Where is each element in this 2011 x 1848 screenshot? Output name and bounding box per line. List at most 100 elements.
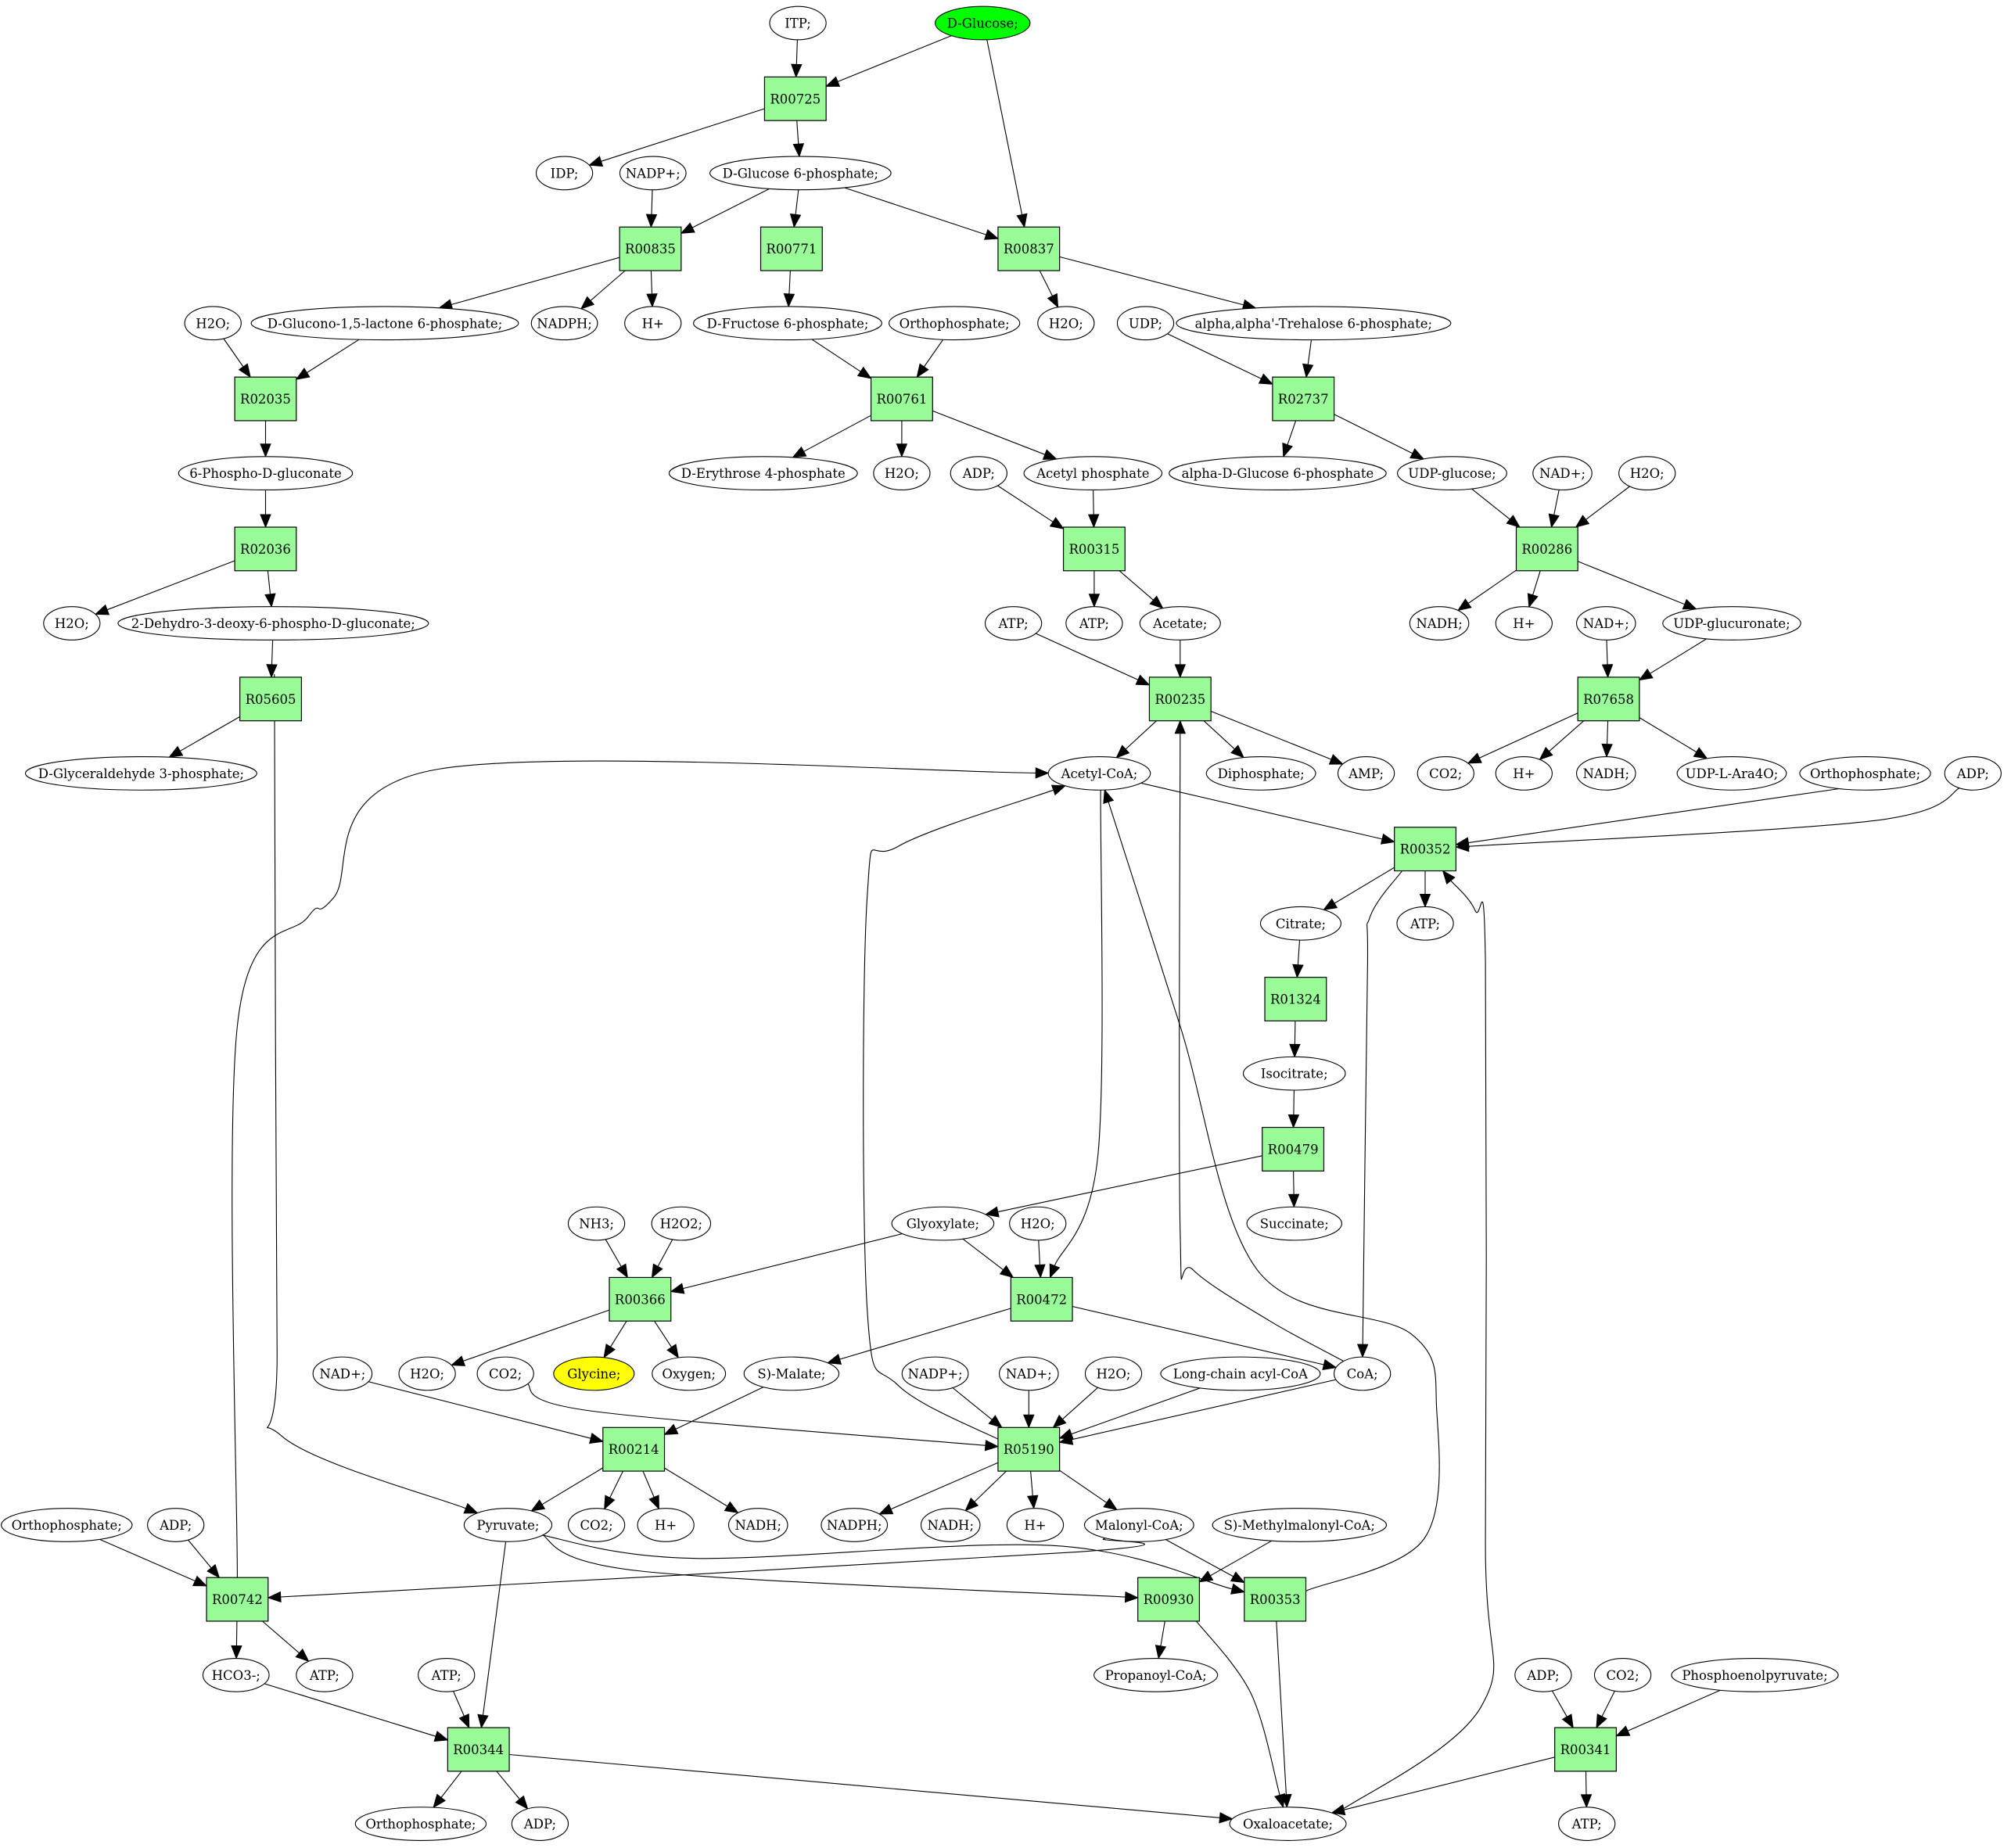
reaction-node-r00341[interactable]: R00341	[1554, 1727, 1618, 1772]
metabolite-node-co2-4[interactable]: CO2;	[1593, 1657, 1652, 1692]
reaction-node-r00479[interactable]: R00479	[1262, 1126, 1325, 1172]
metabolite-node-udp[interactable]: UDP;	[1116, 306, 1175, 341]
metabolite-node-acetylcoa[interactable]: Acetyl-CoA;	[1047, 756, 1151, 791]
metabolite-node-acetate[interactable]: Acetate;	[1139, 606, 1221, 641]
metabolite-node-orthop4[interactable]: Orthophosphate;	[354, 1807, 487, 1841]
metabolite-node-adp2[interactable]: ADP;	[1944, 756, 2002, 791]
metabolite-node-h2o-6[interactable]: H2O;	[1009, 1206, 1067, 1241]
metabolite-node-nh3[interactable]: NH3;	[567, 1206, 626, 1241]
metabolite-node-nadp1[interactable]: NADP+;	[619, 156, 687, 191]
metabolite-node-ag6p[interactable]: alpha-D-Glucose 6-phosphate	[1169, 456, 1387, 491]
reaction-node-r00930[interactable]: R00930	[1137, 1577, 1201, 1622]
metabolite-node-h2o2[interactable]: H2O2;	[651, 1206, 712, 1241]
reaction-node-r05605[interactable]: R05605	[239, 676, 302, 722]
metabolite-node-pyruvate[interactable]: Pyruvate;	[463, 1508, 553, 1542]
reaction-node-r00315[interactable]: R00315	[1062, 526, 1126, 572]
metabolite-node-adp4[interactable]: ADP;	[1514, 1657, 1572, 1692]
metabolite-node-nadh2[interactable]: NADH;	[1576, 756, 1636, 791]
metabolite-node-amp[interactable]: AMP;	[1337, 756, 1395, 791]
metabolite-node-smmcoa[interactable]: S)-Methylmalonyl-CoA;	[1212, 1508, 1388, 1542]
metabolite-node-pgluconate[interactable]: 6-Phospho-D-gluconate	[178, 456, 354, 491]
metabolite-node-atp2[interactable]: ATP;	[1065, 606, 1123, 641]
reaction-node-r00214[interactable]: R00214	[602, 1426, 666, 1472]
metabolite-node-oxygen[interactable]: Oxygen;	[652, 1356, 727, 1391]
metabolite-node-co2-3[interactable]: CO2;	[567, 1508, 626, 1542]
metabolite-node-adp3[interactable]: ADP;	[147, 1508, 205, 1542]
metabolite-node-h2o-1[interactable]: H2O;	[184, 306, 242, 341]
metabolite-node-smalate[interactable]: S)-Malate;	[743, 1356, 840, 1391]
metabolite-node-dglucose[interactable]: D-Glucose;	[935, 5, 1031, 41]
metabolite-node-atp4[interactable]: ATP;	[296, 1657, 354, 1692]
metabolite-node-oxaloacetate[interactable]: Oxaloacetate;	[1229, 1807, 1347, 1841]
metabolite-node-atp5[interactable]: ATP;	[418, 1657, 476, 1692]
reaction-node-r00761[interactable]: R00761	[870, 376, 933, 422]
metabolite-node-succinate[interactable]: Succinate;	[1246, 1206, 1342, 1241]
reaction-node-r00353[interactable]: R00353	[1244, 1577, 1307, 1622]
metabolite-node-h2o-7[interactable]: H2O;	[398, 1356, 456, 1391]
reaction-node-r02036[interactable]: R02036	[234, 526, 297, 572]
metabolite-node-h2o-8[interactable]: H2O;	[1084, 1356, 1143, 1391]
metabolite-node-trehalose6p[interactable]: alpha,alpha'-Trehalose 6-phosphate;	[1176, 306, 1452, 341]
metabolite-node-nadh3[interactable]: NADH;	[727, 1508, 788, 1542]
metabolite-node-hplus3[interactable]: H+	[1495, 756, 1553, 791]
metabolite-node-diphosphate[interactable]: Diphosphate;	[1205, 756, 1316, 791]
metabolite-node-glyoxylate[interactable]: Glyoxylate;	[891, 1206, 995, 1241]
reaction-node-r02035[interactable]: R02035	[234, 376, 297, 422]
metabolite-node-itp[interactable]: ITP;	[769, 5, 827, 41]
metabolite-node-glycine[interactable]: Glycine;	[553, 1356, 635, 1391]
reaction-node-r02737[interactable]: R02737	[1272, 376, 1335, 422]
metabolite-node-hplus1[interactable]: H+	[624, 306, 682, 341]
metabolite-node-h2o-2[interactable]: H2O;	[1037, 306, 1095, 341]
metabolite-node-h2o-4[interactable]: H2O;	[1618, 456, 1676, 491]
metabolite-node-isocitrate[interactable]: Isocitrate;	[1242, 1056, 1346, 1091]
metabolite-node-nadp2[interactable]: NADP+;	[901, 1356, 969, 1391]
metabolite-node-udpglucuronate[interactable]: UDP-glucuronate;	[1662, 606, 1801, 641]
reaction-node-r00837[interactable]: R00837	[997, 226, 1061, 271]
reaction-node-r00352[interactable]: R00352	[1394, 827, 1457, 872]
metabolite-node-udparao[interactable]: UDP-L-Ara4O;	[1676, 756, 1787, 791]
metabolite-node-adp5[interactable]: ADP;	[511, 1807, 569, 1841]
metabolite-node-orthop2[interactable]: Orthophosphate;	[1799, 756, 1931, 791]
metabolite-node-g6p[interactable]: D-Glucose 6-phosphate;	[709, 156, 892, 191]
metabolite-node-kdpg[interactable]: 2-Dehydro-3-deoxy-6-phospho-D-gluconate;	[117, 606, 429, 641]
reaction-node-r00286[interactable]: R00286	[1515, 526, 1578, 572]
reaction-node-r07658[interactable]: R07658	[1577, 676, 1640, 722]
metabolite-node-propanoylcoa[interactable]: Propanoyl-CoA;	[1093, 1657, 1219, 1692]
metabolite-node-atp3[interactable]: ATP;	[1396, 906, 1454, 941]
metabolite-node-hplus4[interactable]: H+	[637, 1508, 695, 1542]
reaction-node-r00725[interactable]: R00725	[763, 76, 827, 121]
reaction-node-r00344[interactable]: R00344	[447, 1727, 510, 1772]
metabolite-node-malonylcoa[interactable]: Malonyl-CoA;	[1083, 1508, 1194, 1542]
metabolite-node-hco3[interactable]: HCO3-;	[202, 1657, 270, 1692]
metabolite-node-co2-2[interactable]: CO2;	[476, 1356, 534, 1391]
reaction-node-r00771[interactable]: R00771	[760, 226, 823, 271]
reaction-node-r00366[interactable]: R00366	[609, 1276, 672, 1322]
metabolite-node-nad1[interactable]: NAD+;	[1532, 456, 1593, 491]
metabolite-node-h2o-3[interactable]: H2O;	[873, 456, 931, 491]
metabolite-node-orthop3[interactable]: Orthophosphate;	[1, 1508, 133, 1542]
reaction-node-r00742[interactable]: R00742	[206, 1577, 269, 1622]
metabolite-node-hplus5[interactable]: H+	[1006, 1508, 1065, 1542]
metabolite-node-udpglucose[interactable]: UDP-glucose;	[1397, 456, 1507, 491]
metabolite-node-nadph1[interactable]: NADPH;	[530, 306, 598, 341]
metabolite-node-glucono[interactable]: D-Glucono-1,5-lactone 6-phosphate;	[250, 306, 519, 341]
metabolite-node-pep[interactable]: Phosphoenolpyruvate;	[1671, 1657, 1839, 1692]
metabolite-node-nadh1[interactable]: NADH;	[1409, 606, 1470, 641]
metabolite-node-nad2[interactable]: NAD+;	[1576, 606, 1636, 641]
metabolite-node-adp1[interactable]: ADP;	[950, 456, 1007, 491]
metabolite-node-nadh4[interactable]: NADH;	[920, 1508, 981, 1542]
metabolite-node-idp[interactable]: IDP;	[535, 156, 594, 191]
metabolite-node-erythrose[interactable]: D-Erythrose 4-phosphate	[668, 456, 858, 491]
metabolite-node-citrate[interactable]: Citrate;	[1259, 906, 1342, 941]
reaction-node-r00835[interactable]: R00835	[619, 226, 682, 271]
metabolite-node-atp6[interactable]: ATP;	[1558, 1807, 1616, 1841]
metabolite-node-gap[interactable]: D-Glyceraldehyde 3-phosphate;	[24, 756, 257, 791]
reaction-node-r05190[interactable]: R05190	[997, 1426, 1061, 1472]
metabolite-node-lcacoa[interactable]: Long-chain acyl-CoA	[1160, 1356, 1321, 1391]
metabolite-node-nad4[interactable]: NAD+;	[999, 1356, 1059, 1391]
reaction-node-r00472[interactable]: R00472	[1010, 1276, 1073, 1322]
reaction-node-r01324[interactable]: R01324	[1264, 977, 1327, 1022]
metabolite-node-orthop1[interactable]: Orthophosphate;	[888, 306, 1021, 341]
metabolite-node-coa[interactable]: CoA;	[1334, 1356, 1392, 1391]
metabolite-node-nadph2[interactable]: NADPH;	[821, 1508, 889, 1542]
